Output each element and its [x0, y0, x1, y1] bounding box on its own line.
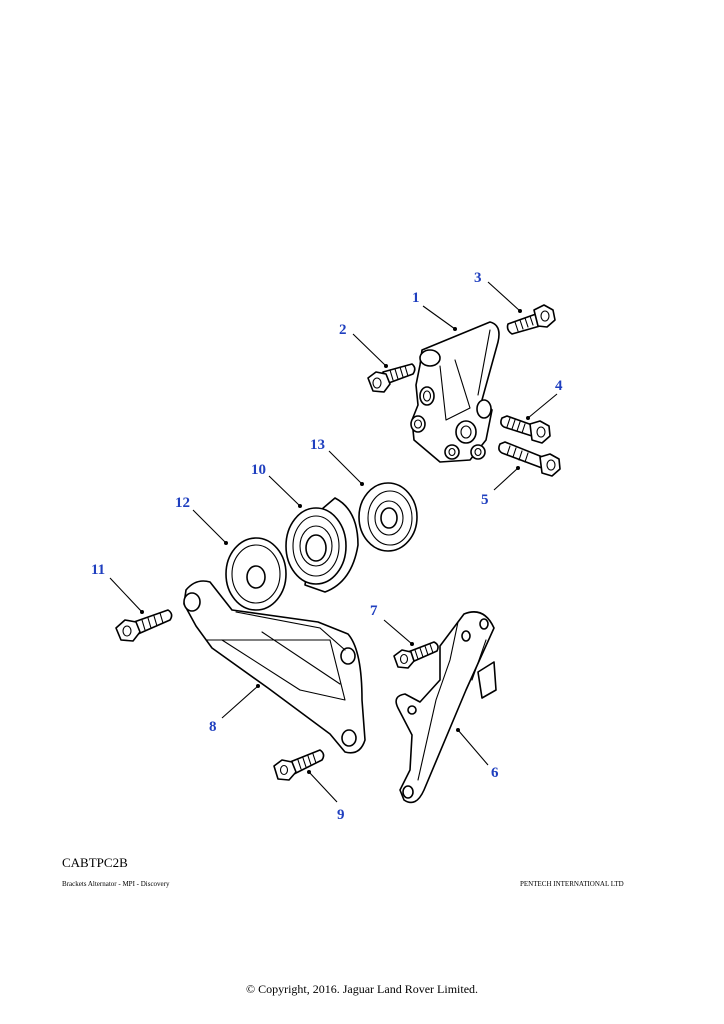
part-2-bolt — [367, 363, 416, 393]
part-12-spacer — [225, 537, 287, 611]
callout-12: 12 — [175, 495, 190, 511]
part-8-lower-bracket — [183, 580, 366, 754]
callout-6: 6 — [491, 765, 499, 781]
callout-7: 7 — [370, 603, 378, 619]
part-6-support-bracket — [395, 611, 497, 804]
diagram-caption: Brackets Alternator - MPI - Discovery — [62, 880, 170, 888]
callout-2: 2 — [339, 322, 347, 338]
part-5-bolt — [498, 441, 561, 477]
callout-1: 1 — [412, 290, 420, 306]
callout-5: 5 — [481, 492, 489, 508]
callout-11: 11 — [91, 562, 105, 578]
callout-10: 10 — [251, 462, 266, 478]
callout-labels: 1 2 3 4 5 6 7 8 9 10 11 12 13 — [91, 270, 563, 823]
callout-9: 9 — [337, 807, 345, 823]
callout-4: 4 — [555, 378, 563, 394]
part-11-bolt — [115, 609, 173, 642]
part-9-bolt — [273, 749, 325, 781]
part-13-pulley — [358, 482, 418, 552]
callout-13: 13 — [310, 437, 325, 453]
part-4-bolt — [500, 415, 551, 444]
callout-8: 8 — [209, 719, 217, 735]
callout-3: 3 — [474, 270, 482, 286]
publisher-label: PENTECH INTERNATIONAL LTD — [520, 880, 624, 888]
copyright-notice: © Copyright, 2016. Jaguar Land Rover Lim… — [245, 982, 479, 996]
part-1-upper-bracket — [410, 321, 500, 463]
leader-lines — [109, 281, 558, 803]
part-10-idler-pulley — [285, 497, 359, 593]
diagram-code: CABTPC2B — [62, 855, 128, 870]
part-7-bolt — [393, 641, 439, 669]
part-3-bolt — [506, 304, 556, 335]
